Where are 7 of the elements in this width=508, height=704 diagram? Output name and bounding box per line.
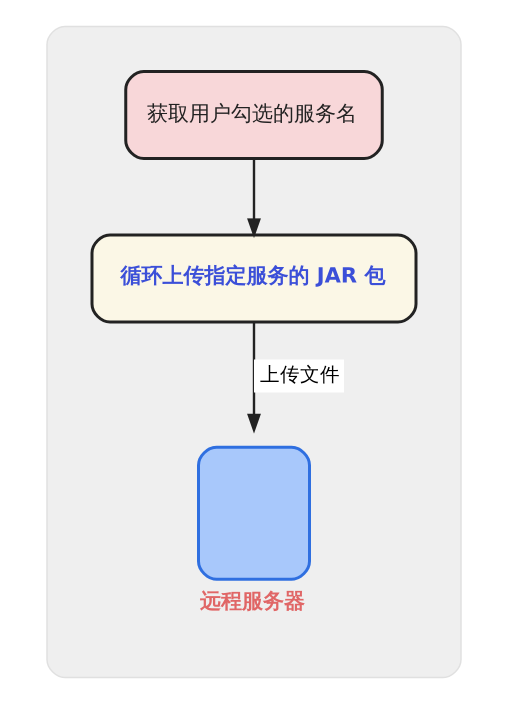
node-label: 远程服务器 <box>200 589 305 614</box>
edge-label: 上传文件 <box>260 363 340 386</box>
cluster <box>46 26 462 678</box>
node-box: 获取用户勾选的服务名 <box>124 70 384 160</box>
node-box: 循环上传指定服务的 JAR 包 <box>90 234 418 324</box>
arrow <box>247 158 261 238</box>
arrow <box>247 322 261 434</box>
